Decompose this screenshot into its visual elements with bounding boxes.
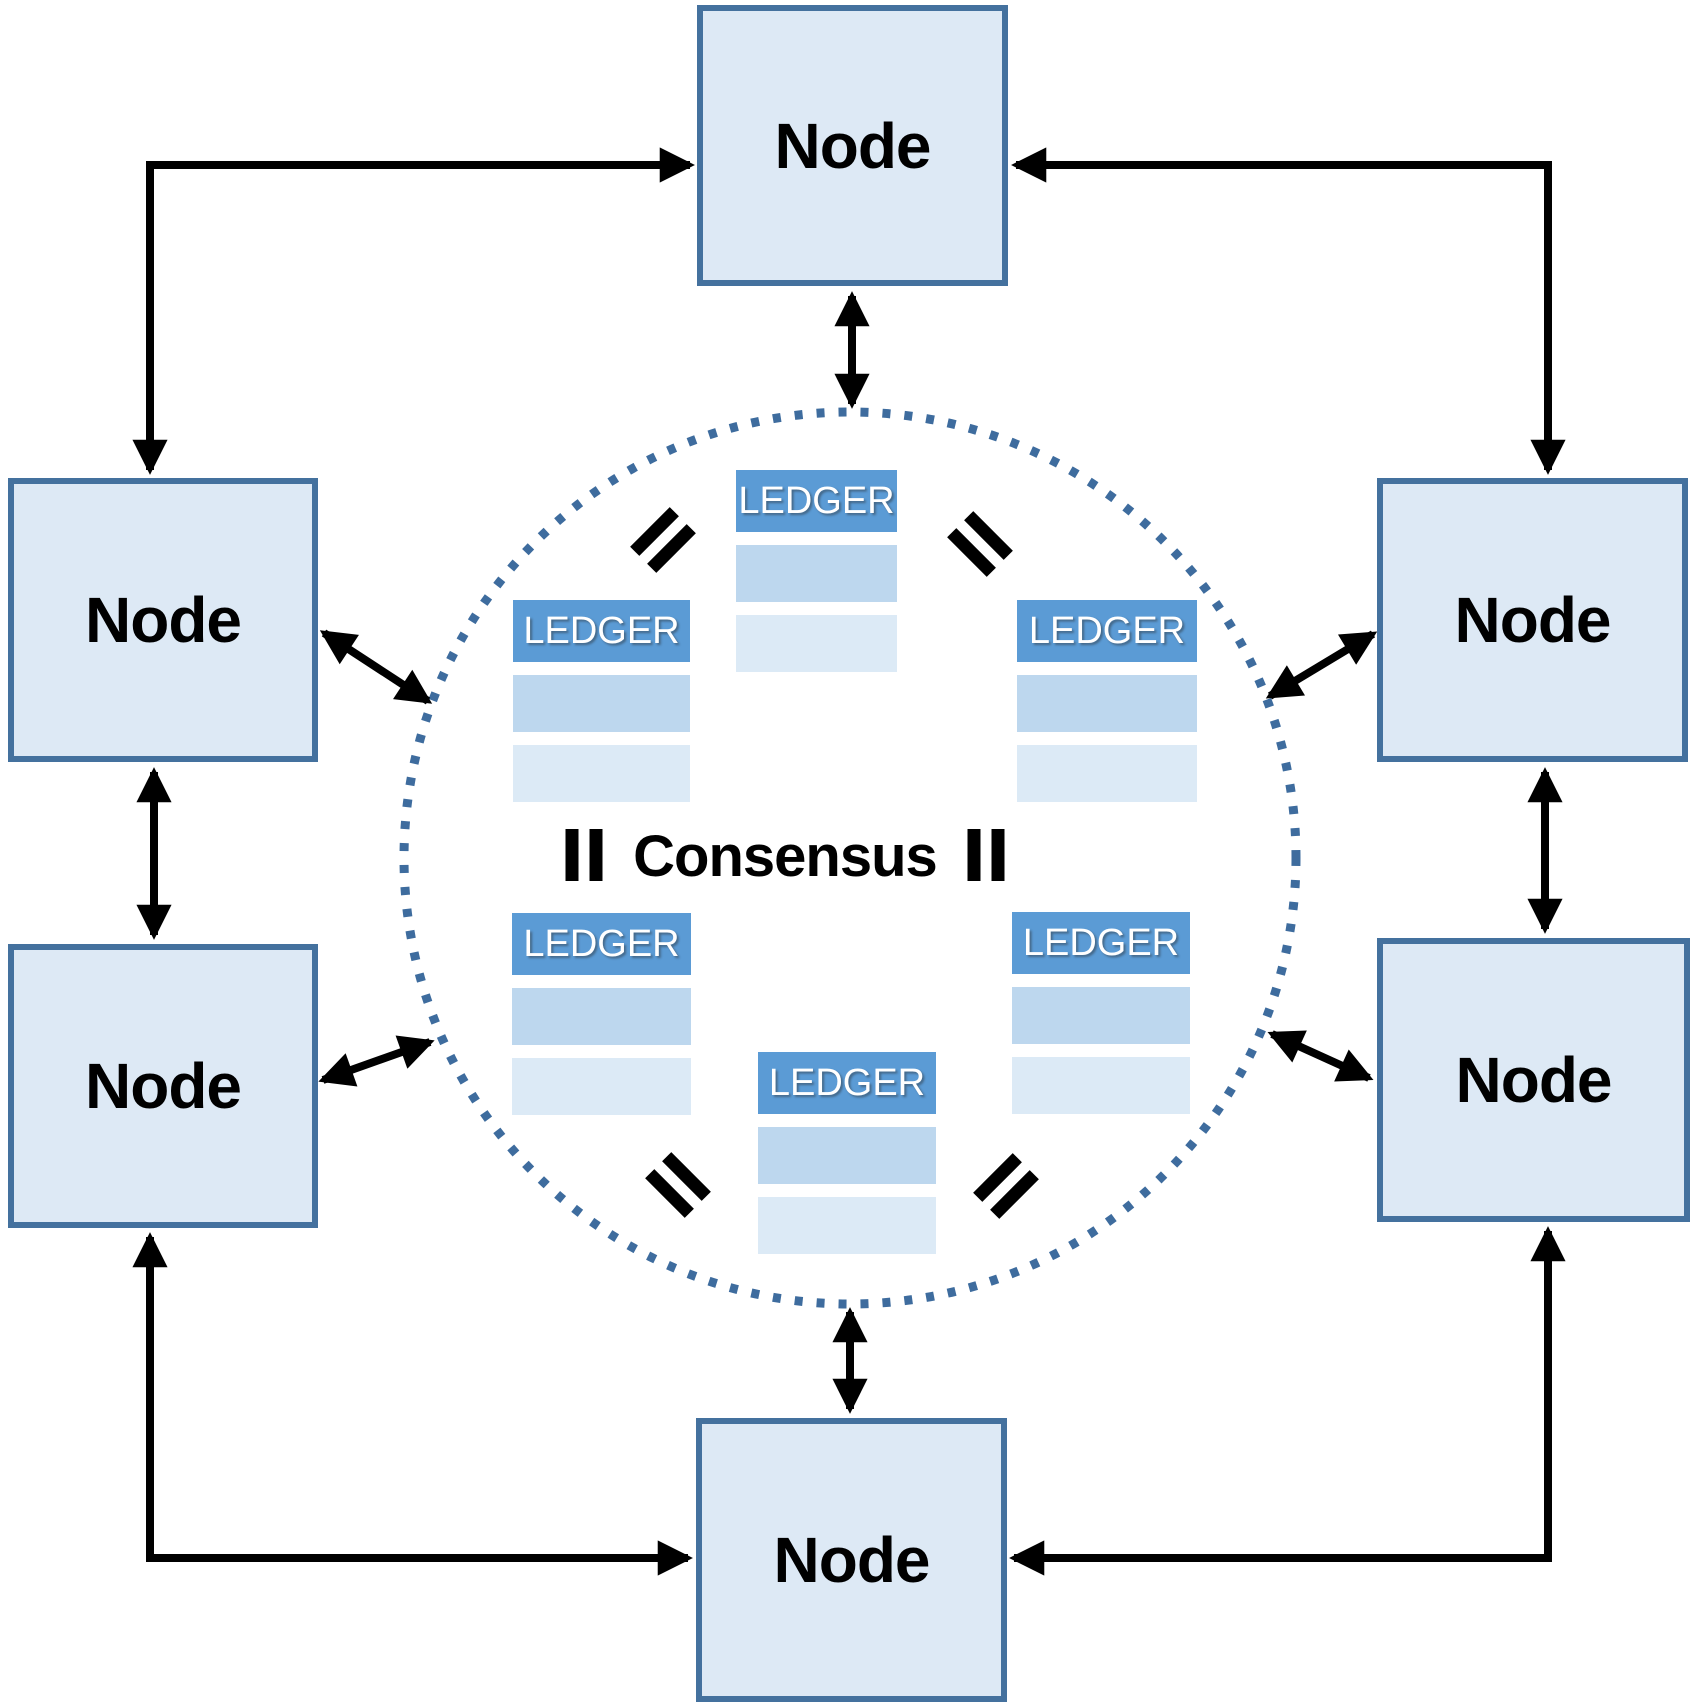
ledger-header: LEDGER [1012, 912, 1190, 974]
consensus-circle [399, 407, 1301, 1309]
ledger-row [513, 745, 690, 802]
node-label: Node [85, 584, 242, 656]
equals-mark-upper-right [947, 511, 1013, 577]
connector-topnode-rightupper [1011, 147, 1566, 475]
ledger-table-middle-right: LEDGER [1017, 600, 1197, 802]
ledger-row [1012, 987, 1190, 1044]
node-label: Node [1455, 1044, 1613, 1116]
ledger-table-top: LEDGER [736, 470, 897, 672]
equals-mark-upper-left [630, 507, 696, 573]
consensus-label: Consensus [633, 823, 938, 889]
ledger-row [758, 1197, 936, 1254]
ledger-table-bottom-left: LEDGER [512, 913, 691, 1115]
ledger-header: LEDGER [513, 600, 690, 662]
node-box-bottom: Node [696, 1418, 1007, 1702]
ledger-row [1012, 1057, 1190, 1114]
ledger-row [1017, 745, 1197, 802]
ledger-header: LEDGER [512, 913, 691, 975]
node-box-top: Node [697, 5, 1008, 286]
equals-mark-lower-left [645, 1152, 711, 1218]
ledger-row [512, 1058, 691, 1115]
equals-mark-middle-left [565, 829, 603, 881]
connector-rightlower-circle [1267, 1030, 1374, 1082]
ledger-table-bottom: LEDGER [758, 1052, 936, 1254]
ledger-row [736, 545, 897, 602]
ledger-row [736, 615, 897, 672]
connector-leftlower-circle [318, 1035, 435, 1087]
connector-rightupper-circle [1265, 630, 1378, 700]
ledger-row [758, 1127, 936, 1184]
ledger-table-bottom-right: LEDGER [1012, 912, 1190, 1114]
equals-mark-middle-right [967, 829, 1005, 881]
node-label: Node [85, 1050, 242, 1122]
node-label: Node [773, 1524, 931, 1596]
ledger-header: LEDGER [1017, 600, 1197, 662]
node-box-left-lower: Node [8, 944, 318, 1228]
ledger-header: LEDGER [758, 1052, 936, 1114]
ledger-table-middle-left: LEDGER [513, 600, 690, 802]
ledger-row [1017, 675, 1197, 732]
ledger-header: LEDGER [736, 470, 897, 532]
equals-mark-lower-right [973, 1153, 1039, 1219]
node-box-left-upper: Node [8, 478, 318, 762]
node-box-right-lower: Node [1377, 938, 1690, 1222]
ledger-row [513, 675, 690, 732]
node-label: Node [1454, 584, 1612, 656]
connector-bottomnode-rightlower [1009, 1226, 1566, 1576]
node-box-right-upper: Node [1377, 478, 1688, 762]
connector-leftupper-circle [319, 629, 433, 705]
ledger-row [512, 988, 691, 1045]
connector-bottomnode-leftlower [132, 1232, 693, 1576]
connector-topnode-leftupper [132, 147, 695, 475]
node-label: Node [774, 109, 932, 182]
